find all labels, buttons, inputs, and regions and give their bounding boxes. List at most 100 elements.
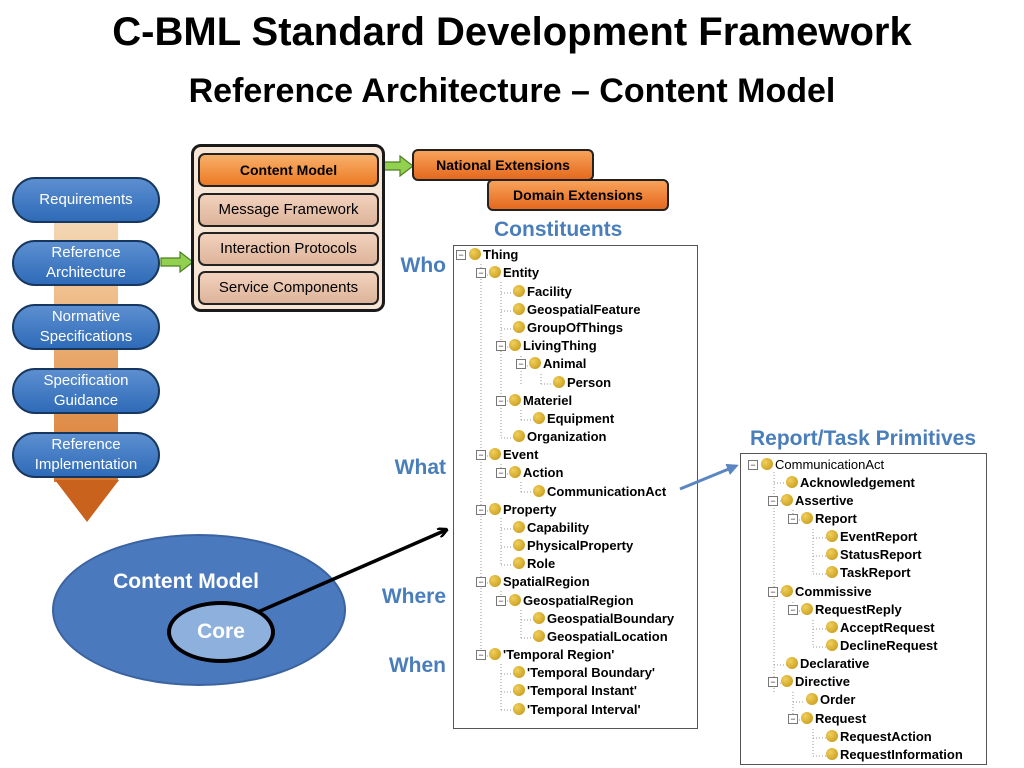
class-icon [513,430,525,442]
class-icon [513,666,525,678]
tree-node[interactable]: EventReport [826,528,917,546]
flow-arrow-head [55,480,119,522]
class-icon [509,466,521,478]
tree-node[interactable]: Person [553,374,611,392]
tree-node[interactable]: Capability [513,519,589,537]
class-icon [513,303,525,315]
tree-node[interactable]: −Materiel [496,392,572,410]
collapse-icon[interactable]: − [768,677,778,687]
class-icon [533,612,545,624]
class-icon [509,339,521,351]
collapse-icon[interactable]: − [768,496,778,506]
tree-node[interactable]: Acknowledgement [786,474,915,492]
collapse-icon[interactable]: − [748,460,758,470]
tree-node[interactable]: Facility [513,283,572,301]
class-icon [781,494,793,506]
tree-node[interactable]: −SpatialRegion [476,573,590,591]
collapse-icon[interactable]: − [788,605,798,615]
tree-node[interactable]: −Directive [768,673,850,691]
tree-node[interactable]: GeospatialLocation [533,628,668,646]
tree-node[interactable]: −Event [476,446,538,464]
class-icon [529,357,541,369]
tree-node[interactable]: GroupOfThings [513,319,623,337]
class-icon [513,684,525,696]
tree-node[interactable]: Organization [513,428,606,446]
core-ellipse: Core [167,601,275,663]
collapse-icon[interactable]: − [476,650,486,660]
class-icon [509,594,521,606]
flow-step-requirements: Requirements [12,177,160,223]
tree-node[interactable]: StatusReport [826,546,922,564]
tree-node[interactable]: 'Temporal Interval' [513,701,641,719]
tree-node[interactable]: GeospatialFeature [513,301,640,319]
tree-node[interactable]: Declarative [786,655,869,673]
class-icon [806,693,818,705]
what-label: What [394,456,446,479]
tree-node[interactable]: TaskReport [826,564,911,582]
class-icon [533,485,545,497]
tree-node[interactable]: DeclineRequest [826,637,938,655]
tree-node[interactable]: −Request [788,710,866,728]
flow-step-reference-implementation: Reference Implementation [12,432,160,478]
class-icon [509,394,521,406]
collapse-icon[interactable]: − [496,468,506,478]
tree-node[interactable]: 'Temporal Boundary' [513,664,655,682]
tree-node[interactable]: −Report [788,510,857,528]
class-icon [781,585,793,597]
class-icon [489,575,501,587]
component-content-model: Content Model [198,153,379,187]
class-icon [826,730,838,742]
report-task-tree-lines [773,472,827,757]
tree-node[interactable]: AcceptRequest [826,619,935,637]
collapse-icon[interactable]: − [476,505,486,515]
tree-node[interactable]: −Assertive [768,492,854,510]
component-service-components: Service Components [198,271,379,305]
report-task-tree [740,453,987,765]
tree-node[interactable]: RequestAction [826,728,932,746]
tree-node[interactable]: −GeospatialRegion [496,592,634,610]
flow-step-normative-specifications: Normative Specifications [12,304,160,350]
tree-node[interactable]: −Action [496,464,563,482]
report-task-primitives-label: Report/Task Primitives [750,427,977,450]
component-message-framework: Message Framework [198,193,379,227]
class-icon [513,321,525,333]
tree-node[interactable]: Order [806,691,855,709]
tree-node[interactable]: −LivingThing [496,337,597,355]
class-icon [781,675,793,687]
class-icon [786,657,798,669]
tree-node[interactable]: Equipment [533,410,614,428]
tree-node[interactable]: GeospatialBoundary [533,610,674,628]
green-arrow-to-components [160,251,194,273]
tree-node[interactable]: −Thing [456,246,518,264]
collapse-icon[interactable]: − [496,341,506,351]
tree-node[interactable]: −Property [476,501,556,519]
slide-title: C-BML Standard Development Framework [112,10,912,54]
tree-node[interactable]: −Entity [476,264,539,282]
collapse-icon[interactable]: − [788,714,798,724]
tree-node[interactable]: 'Temporal Instant' [513,682,637,700]
collapse-icon[interactable]: − [516,359,526,369]
collapse-icon[interactable]: − [496,396,506,406]
when-label: When [388,654,446,677]
tree-node[interactable]: CommunicationAct [533,483,666,501]
tree-node[interactable]: −RequestReply [788,601,902,619]
collapse-icon[interactable]: − [768,587,778,597]
tree-node[interactable]: RequestInformation [826,746,963,764]
collapse-icon[interactable]: − [476,577,486,587]
content-model-label: Content Model [113,570,259,593]
tree-node[interactable]: Role [513,555,555,573]
class-icon [826,748,838,760]
tree-node[interactable]: −Animal [516,355,586,373]
tree-node[interactable]: PhysicalProperty [513,537,633,555]
class-icon [826,621,838,633]
class-icon [533,630,545,642]
tree-node[interactable]: −Commissive [768,583,872,601]
collapse-icon[interactable]: − [476,268,486,278]
tree-node[interactable]: −'Temporal Region' [476,646,614,664]
collapse-icon[interactable]: − [476,450,486,460]
flow-step-reference-architecture: Reference Architecture [12,240,160,286]
collapse-icon[interactable]: − [788,514,798,524]
collapse-icon[interactable]: − [496,596,506,606]
tree-node[interactable]: −CommunicationAct [748,456,884,474]
collapse-icon[interactable]: − [456,250,466,260]
